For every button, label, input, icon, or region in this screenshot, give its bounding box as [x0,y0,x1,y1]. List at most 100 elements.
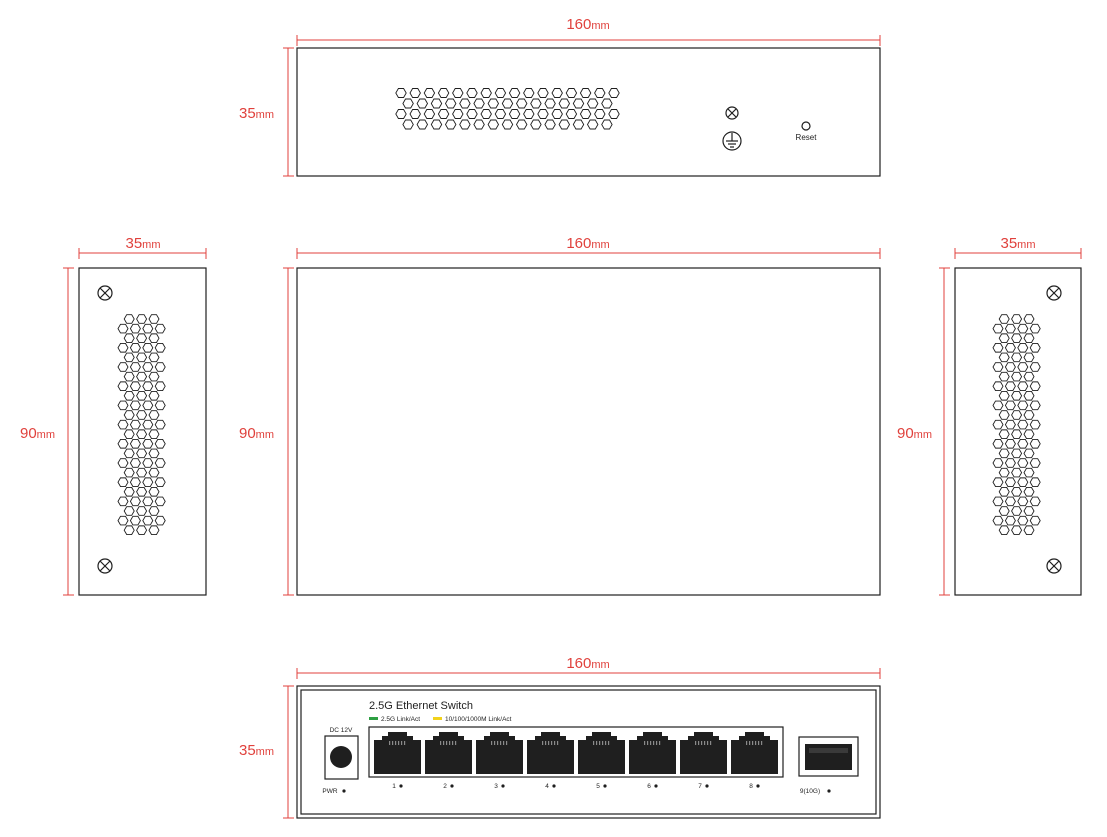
vent-hole [142,419,154,430]
vent-hole [992,381,1004,391]
port-led-8 [756,784,760,788]
vent-hole [523,88,535,98]
rj45-port-3 [476,732,523,774]
vent-hole [1011,506,1023,516]
vent-hole [1011,429,1023,439]
vent-hole [123,429,135,439]
vent-hole [466,109,478,119]
vent-hole [123,352,135,363]
vent-hole [117,362,129,372]
front-height-label: 35mm [239,742,274,759]
legend-label-2-5g: 2.5G Link/Act [381,716,420,723]
vent-hole [1011,314,1023,324]
vent-hole [998,448,1010,459]
vent-hole [579,109,592,119]
vent-hole [1017,477,1029,487]
vent-hole [148,467,160,478]
vent-hole [142,343,154,353]
vent-hole [501,98,514,109]
vent-hole [494,88,507,98]
vent-hole [1023,429,1035,439]
right-height-label: 90mm [897,425,932,442]
vent-hole [129,343,141,353]
vent-hole [494,109,507,119]
vent-hole [1023,333,1035,343]
vent-hole [530,119,542,130]
main-width-label: 160mm [566,235,609,252]
vent-hole [142,439,154,449]
vent-hole [998,314,1010,324]
vent-hole [1029,400,1041,411]
vent-hole [1011,371,1023,382]
vent-hole [1017,496,1029,507]
vent-hole [123,448,135,459]
front-panel-inner-bezel [300,689,877,815]
vent-hole [1004,515,1016,526]
vent-hole [117,323,129,334]
dc-power-jack [330,746,352,768]
vent-hole [1029,381,1041,391]
vent-hole [558,119,571,130]
vent-hole [1017,343,1029,353]
vent-hole [117,381,129,391]
vent-hole [123,506,135,516]
vent-hole [136,487,148,497]
vent-hole [1029,458,1041,468]
vent-hole [466,88,478,98]
ground-screw-icon [725,106,739,120]
vent-hole [594,109,606,119]
screw-icon [97,558,113,574]
vent-hole [586,119,599,130]
vent-hole [148,314,160,324]
vent-hole [117,419,129,430]
vent-hole [136,467,148,478]
vent-hole [117,496,129,507]
sfp-port-slot [809,748,848,753]
vent-hole [423,109,436,119]
vent-hole [459,98,471,109]
vent-hole [136,333,148,343]
vent-hole [1023,391,1035,401]
vent-hole [1017,419,1029,430]
vent-hole [136,429,148,439]
vent-hole [444,98,457,109]
rear-width-label: 160mm [566,16,609,33]
sfp-port [805,744,852,770]
vent-hole [572,98,585,109]
vent-hole [136,352,148,363]
vent-hole [1004,419,1016,430]
port-label-6: 6 [647,783,651,790]
left-side-view: 35mm 90mm [20,235,207,596]
vent-hole [423,88,436,98]
vent-hole [154,419,166,430]
pwr-label: PWR [322,788,337,795]
rj45-port-5 [578,732,625,774]
vent-hole [416,98,429,109]
port-label-7: 7 [698,783,702,790]
vent-hole [437,109,450,119]
vent-hole [123,391,135,401]
screw-icon [1046,558,1062,574]
vent-hole [148,487,160,497]
port-label-2: 2 [443,783,447,790]
vent-hole [508,88,521,98]
main-height-label: 90mm [239,425,274,442]
vent-hole [1004,477,1016,487]
vent-hole [608,88,620,98]
vent-hole [1017,458,1029,468]
vent-hole [430,119,443,130]
vent-hole [1023,371,1035,382]
vent-hole [992,439,1004,449]
vent-hole [572,119,585,130]
screw-icon [1046,285,1062,301]
vent-hole [142,362,154,372]
device-title: 2.5G Ethernet Switch [369,700,473,712]
vent-hole [136,525,148,535]
vent-hole [487,98,500,109]
vent-hole [551,109,563,119]
vent-hole [1004,381,1016,391]
vent-hole [473,119,485,130]
rear-vent-grille [395,88,620,130]
vent-hole [117,439,129,449]
vent-hole [998,333,1010,343]
